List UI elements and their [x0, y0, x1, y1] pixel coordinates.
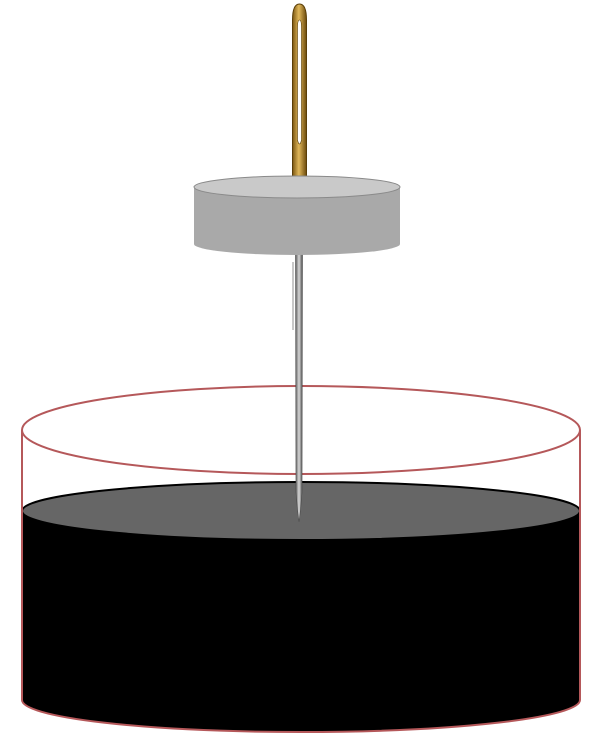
needle-icon	[293, 4, 307, 522]
cork-disk-icon	[194, 176, 400, 255]
liquid-icon	[22, 482, 580, 732]
cork-top	[194, 176, 400, 198]
needle-eye-hole	[298, 20, 302, 144]
needle-shaft	[296, 252, 303, 522]
liquid-body	[22, 511, 580, 732]
